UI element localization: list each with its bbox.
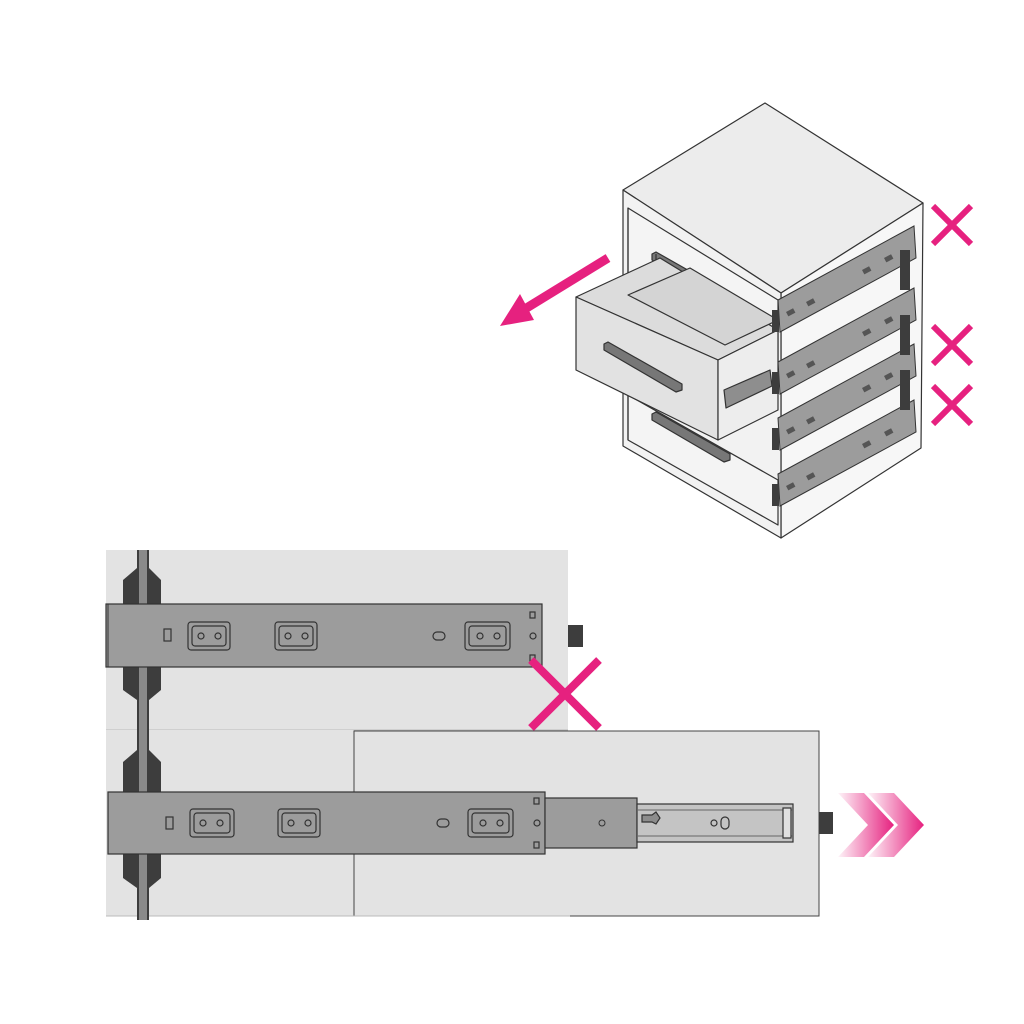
drawer-handle-open <box>603 341 683 393</box>
cross-icon <box>930 323 974 367</box>
rail-holes <box>163 611 537 662</box>
extended-middle-rail <box>544 797 638 849</box>
arrow-left-down-icon <box>500 254 611 326</box>
side-slide-3 <box>777 343 917 451</box>
side-slide-1 <box>777 225 917 333</box>
closeup-closed-slide <box>105 550 602 731</box>
closeup-extended-slide <box>106 730 924 920</box>
cross-icon <box>528 657 602 731</box>
cabinet-side-slides <box>772 225 917 507</box>
side-slide-4 <box>777 399 917 507</box>
rail-holes <box>165 797 541 849</box>
cross-icon <box>930 203 974 247</box>
double-chevron-right-icon <box>838 793 924 857</box>
side-slide-2 <box>777 287 917 395</box>
cross-icon <box>930 383 974 427</box>
cabinet-illustration <box>575 102 924 539</box>
inner-rail-end-stop <box>819 812 833 834</box>
drawer-handle-bottom <box>651 411 731 463</box>
rail-end-stop <box>568 625 583 647</box>
